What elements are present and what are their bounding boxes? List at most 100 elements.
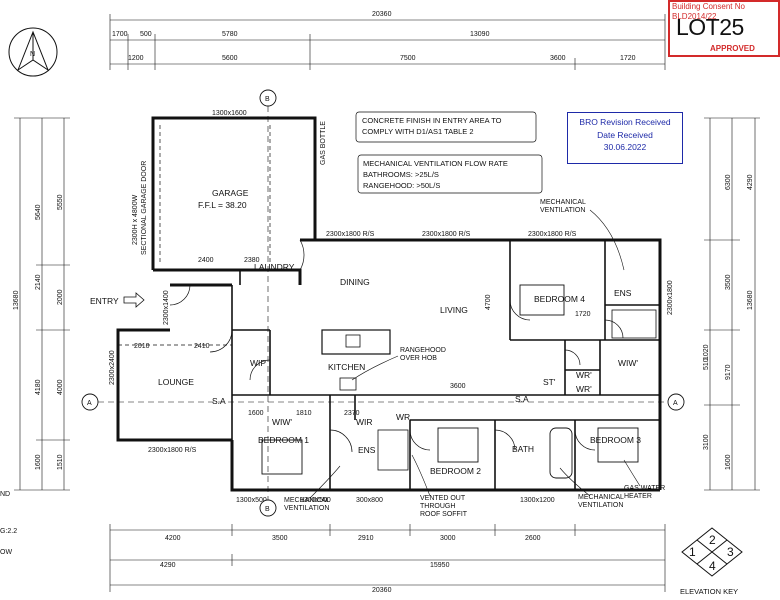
dim-right-1600: 1600 xyxy=(725,454,732,470)
mech-vent-note-a: MECHANICAL xyxy=(540,199,586,206)
mech-vent-note-b: VENTILATION xyxy=(540,207,585,214)
dim-right-3100: 3100 xyxy=(703,434,710,450)
room-bath: BATH xyxy=(512,444,534,454)
section-label-bottom: B xyxy=(265,506,270,513)
dim-bottom-3000: 3000 xyxy=(440,535,456,542)
ventilation-note-range: RANGEHOOD: >50L/S xyxy=(363,181,440,190)
elevation-key-4: 4 xyxy=(709,559,716,573)
elevation-key-2: 2 xyxy=(709,533,716,547)
dim-inner-4700: 4700 xyxy=(485,294,492,310)
dim-inner-2400: 2400 xyxy=(198,257,214,264)
smoke-alarm-2: S.A xyxy=(515,394,529,404)
dim-right-3500: 3500 xyxy=(725,274,732,290)
dim-right-510: 510 xyxy=(703,358,710,370)
window-garage-top: 1300x1600 xyxy=(212,110,247,117)
approved-label: APPROVED xyxy=(710,44,755,53)
shower-icon xyxy=(611,309,657,339)
dim-top-5600: 5600 xyxy=(222,55,238,62)
room-wiw-2: WIW' xyxy=(618,358,638,368)
bathtub-icon xyxy=(549,427,573,479)
dim-right-4290: 4290 xyxy=(747,174,754,190)
vented-note-3: ROOF SOFFIT xyxy=(420,511,468,518)
dim-top-3600: 3600 xyxy=(550,55,566,62)
mech-vent-note-f: VENTILATION xyxy=(578,502,623,509)
top-dimensions xyxy=(109,14,666,70)
garage-ffl: F.F.L = 38.20 xyxy=(198,200,247,210)
dim-top-5780: 5780 xyxy=(222,31,238,38)
window-entry: 2300x1400 xyxy=(163,290,170,325)
bed-icons xyxy=(261,284,639,475)
room-wir-1: WIR xyxy=(356,417,373,427)
left-edge-text-2: G:2.2 xyxy=(0,528,17,535)
section-marker-right xyxy=(667,393,685,411)
dim-right-13680: 13680 xyxy=(747,290,754,310)
mech-vent-note-d: VENTILATION xyxy=(284,505,329,512)
vented-note-2: THROUGH xyxy=(420,503,455,510)
dim-inner-2010: 2010 xyxy=(134,343,150,350)
garage-door-note-1: 2300H x 4800W xyxy=(132,194,139,245)
dim-top-500: 500 xyxy=(140,31,152,38)
room-kitchen: KITCHEN xyxy=(328,362,365,372)
dim-top-1700: 1700 xyxy=(112,31,128,38)
smoke-alarm-1: S.A xyxy=(212,396,226,406)
lot-number: LOT25 xyxy=(676,14,744,40)
north-label: N xyxy=(30,51,35,58)
dim-bottom-4290: 4290 xyxy=(160,562,176,569)
room-ensuite-2: ENS xyxy=(358,445,376,455)
ventilation-note-box xyxy=(357,154,543,194)
dim-top-total: 20360 xyxy=(372,11,392,18)
dim-bottom-2600: 2600 xyxy=(525,535,541,542)
window-bath-bottom: 1300x1200 xyxy=(520,497,555,504)
dim-bottom-3500: 3500 xyxy=(272,535,288,542)
revision-stamp: BRO Revision Received Date Received 30.0… xyxy=(567,112,683,164)
section-label-left: A xyxy=(87,400,92,407)
rangehood-note-2: OVER HOB xyxy=(400,355,437,362)
dim-inner-1600: 1600 xyxy=(248,410,264,417)
mech-vent-note-e: MECHANICAL xyxy=(578,494,624,501)
dim-bottom-2910: 2910 xyxy=(358,535,374,542)
date-received-value: 30.06.2022 xyxy=(603,142,647,152)
interior-walls xyxy=(231,240,660,490)
dim-inner-2380: 2380 xyxy=(244,257,260,264)
window-bed1-bottom: 1300x500 xyxy=(236,497,267,504)
concrete-note-box xyxy=(355,111,537,143)
sink-icon xyxy=(345,334,361,348)
consent-number-label: Building Consent No xyxy=(672,2,745,11)
left-edge-text-3: OW xyxy=(0,549,12,556)
dim-right-9170: 9170 xyxy=(725,364,732,380)
room-bedroom-4: BEDROOM 4 xyxy=(534,294,585,304)
shower-ens-icon xyxy=(377,429,409,471)
dim-left-2140: 2140 xyxy=(35,274,42,290)
entry-label: ENTRY xyxy=(90,296,119,306)
dim-bottom-15950: 15950 xyxy=(430,562,450,569)
dim-inner-1720: 1720 xyxy=(575,311,591,318)
elevation-key-1: 1 xyxy=(689,545,696,559)
room-garage: GARAGE xyxy=(212,188,249,198)
rangehood-note-1: RANGEHOOD xyxy=(400,347,446,354)
revision-received-label: BRO Revision Received xyxy=(579,117,671,127)
room-wr-1: WR xyxy=(396,412,410,422)
hob-icon xyxy=(339,377,357,391)
window-dining-1: 2300x1800 R/S xyxy=(326,231,375,238)
room-lounge: LOUNGE xyxy=(158,377,194,387)
side-dimensions xyxy=(14,117,760,491)
consent-number: BLD2014/22 xyxy=(672,12,717,21)
room-dining: DINING xyxy=(340,277,370,287)
door-swings xyxy=(169,239,624,453)
ventilation-note-title: MECHANICAL VENTILATION FLOW RATE xyxy=(363,159,508,168)
gas-heater-note-1: GAS WATER xyxy=(624,485,665,492)
dim-left-1510: 1510 xyxy=(57,454,64,470)
date-received-label: Date Received xyxy=(597,129,653,140)
gas-bottle-note: GAS BOTTLE xyxy=(320,121,327,165)
dim-right-6300: 6300 xyxy=(725,174,732,190)
section-label-top: B xyxy=(265,96,270,103)
dim-left-4180: 4180 xyxy=(35,379,42,395)
dim-inner-2370: 2370 xyxy=(344,410,360,417)
room-store: ST' xyxy=(543,377,556,387)
dim-top-13090: 13090 xyxy=(470,31,490,38)
dim-top-1200: 1200 xyxy=(128,55,144,62)
window-ens-bottom: 1300x500 xyxy=(300,497,331,504)
entry-arrow-icon xyxy=(123,292,145,308)
room-ensuite-1: ENS xyxy=(614,288,632,298)
